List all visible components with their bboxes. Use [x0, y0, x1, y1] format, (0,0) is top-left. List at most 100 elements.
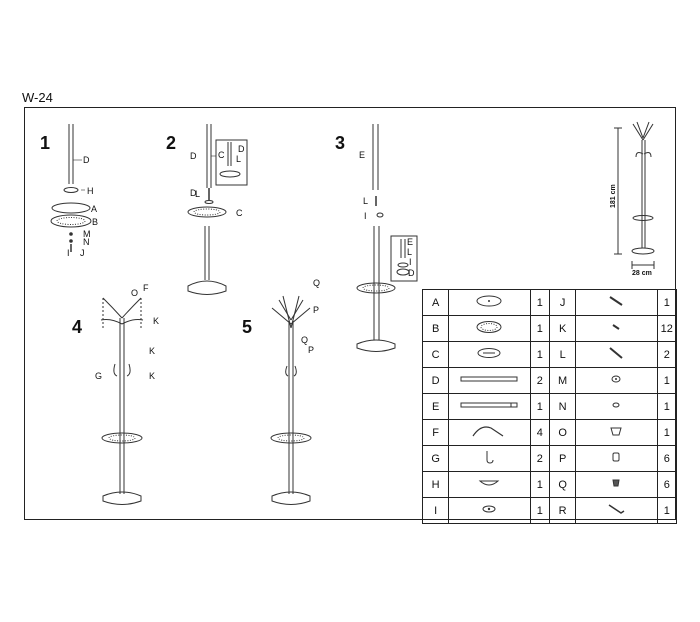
table-row: D 2 M 1: [421, 367, 677, 394]
step-4-label-o: O: [131, 288, 138, 298]
part-quantity: 1: [656, 419, 677, 446]
part-illustration: [575, 419, 658, 446]
part-illustration: [448, 497, 531, 524]
step-3-drawing: [356, 124, 418, 352]
part-quantity: 6: [656, 445, 677, 472]
finished-product-drawing: [614, 121, 655, 269]
table-row: I 1 R 1: [421, 497, 677, 524]
part-letter: C: [421, 341, 450, 368]
part-letter: B: [421, 315, 450, 342]
part-illustration: [575, 471, 658, 498]
step-4-label-g: G: [95, 371, 102, 381]
step-5-label-q-top: Q: [313, 278, 320, 288]
step-3-label-i: I: [364, 211, 367, 221]
part-illustration: [448, 445, 531, 472]
step-1-label-j: J: [80, 248, 85, 258]
table-row: F 4 O 1: [421, 419, 677, 446]
step-3-label-l-inset: L: [407, 247, 412, 257]
assembly-drawings: 1 2 3 4 5 D H A B M N I J D C D L D L C …: [40, 121, 655, 505]
step-1-drawing: [50, 124, 92, 252]
cap-part: [63, 187, 79, 193]
step-3-label-d-inset: D: [408, 268, 415, 278]
part-illustration: [575, 367, 658, 394]
part-illustration: [575, 393, 658, 420]
part-quantity: 12: [656, 315, 677, 342]
part-letter: M: [548, 367, 577, 394]
step-3-label-e-inset: E: [407, 237, 413, 247]
part-illustration: [448, 341, 531, 368]
part-quantity: 1: [529, 497, 550, 524]
step-2-label-c: C: [236, 208, 243, 218]
detail-inset-3: [390, 235, 418, 282]
step-2-number: 2: [166, 133, 176, 153]
step-1-label-d: D: [83, 155, 90, 165]
part-letter: K: [548, 315, 577, 342]
step-5-label-q-low: Q: [301, 335, 308, 345]
step-4-label-f: F: [143, 283, 149, 293]
table-row: B 1 K 12: [421, 315, 677, 342]
step-4-label-k-low: K: [149, 371, 155, 381]
table-row: E 1 N 1: [421, 393, 677, 420]
step-4-drawing: [100, 297, 144, 505]
step-5-number: 5: [242, 317, 252, 337]
part-letter: G: [421, 445, 450, 472]
part-quantity: 1: [656, 289, 677, 316]
part-quantity: 1: [656, 393, 677, 420]
part-quantity: 1: [656, 497, 677, 524]
table-row: H 1 Q 6: [421, 471, 677, 498]
step-4-label-k-top: K: [153, 316, 159, 326]
part-letter: D: [421, 367, 450, 394]
part-illustration: [575, 497, 658, 524]
part-letter: R: [548, 497, 577, 524]
part-letter: L: [548, 341, 577, 368]
part-illustration: [448, 289, 531, 316]
step-1-label-a: A: [91, 204, 97, 214]
step-1-label-h: H: [87, 186, 94, 196]
part-quantity: 1: [656, 367, 677, 394]
parts-table: A 1 J 1 B 1 K 12 C 1 L 2: [421, 289, 677, 524]
width-dimension-label: 28 cm: [632, 270, 652, 277]
step-2-label-l: L: [195, 189, 200, 199]
base-plate-part: [51, 202, 91, 214]
part-quantity: 1: [529, 289, 550, 316]
step-3-label-i-inset: I: [409, 257, 412, 267]
part-illustration: [448, 393, 531, 420]
part-letter: A: [421, 289, 450, 316]
part-illustration: [448, 367, 531, 394]
step-5-drawing: [270, 295, 312, 505]
detail-inset-2: [215, 139, 248, 186]
part-letter: O: [548, 419, 577, 446]
step-1-label-m: M: [83, 229, 91, 239]
drip-tray-part: [50, 214, 92, 228]
part-illustration: [575, 445, 658, 472]
step-4-label-k-mid: K: [149, 346, 155, 356]
step-5-label-p-top: P: [313, 305, 319, 315]
step-2-drawing: [187, 124, 248, 295]
step-1-label-n: N: [83, 237, 90, 247]
table-row: G 2 P 6: [421, 445, 677, 472]
step-2-label-d: D: [190, 151, 197, 161]
step-5-label-p-low: P: [308, 345, 314, 355]
step-2-label-c-inset: C: [218, 150, 225, 160]
part-letter: Q: [548, 471, 577, 498]
step-4-number: 4: [72, 317, 82, 337]
height-dimension-label: 181 cm: [610, 184, 617, 208]
part-quantity: 1: [529, 341, 550, 368]
part-letter: J: [548, 289, 577, 316]
part-illustration: [448, 471, 531, 498]
step-3-number: 3: [335, 133, 345, 153]
part-quantity: 2: [529, 367, 550, 394]
step-3-label-e: E: [359, 150, 365, 160]
part-letter: H: [421, 471, 450, 498]
part-letter: I: [421, 497, 450, 524]
instruction-sheet: 1 2 3 4 5 D H A B M N I J D C D L D L C …: [24, 107, 677, 524]
part-illustration: [575, 315, 658, 342]
part-quantity: 2: [656, 341, 677, 368]
part-illustration: [448, 419, 531, 446]
step-3-label-l: L: [363, 196, 368, 206]
part-quantity: 1: [529, 393, 550, 420]
part-letter: F: [421, 419, 450, 446]
step-1-number: 1: [40, 133, 50, 153]
step-2-label-d-lower: D: [190, 188, 197, 198]
part-letter: P: [548, 445, 577, 472]
